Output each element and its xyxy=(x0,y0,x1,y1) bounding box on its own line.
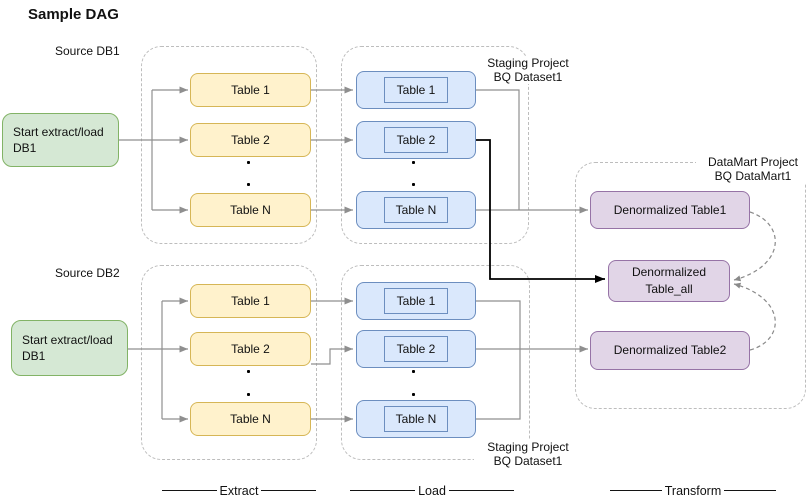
denormalized-table1-node: Denormalized Table1 xyxy=(590,191,750,229)
start-extract-load-db1-node: Start extract/load DB1 xyxy=(2,113,119,167)
page-title: Sample DAG xyxy=(28,6,119,23)
load1-tableN-node: Table N xyxy=(356,191,476,229)
stage-rule xyxy=(261,490,316,491)
vertical-ellipsis-dot xyxy=(247,393,250,396)
vertical-ellipsis-dot xyxy=(247,161,250,164)
stage-transform: Transform xyxy=(607,483,779,498)
load1-table1-inner: Table 1 xyxy=(384,77,448,103)
stage-rule xyxy=(610,490,662,491)
extract1-table2-node: Table 2 xyxy=(190,123,311,157)
source-db1-label: Source DB1 xyxy=(55,44,120,58)
stage-extract: Extract xyxy=(159,483,319,498)
load1-tableN-inner: Table N xyxy=(384,197,448,223)
stage-load: Load xyxy=(347,483,517,498)
extract2-table1-node: Table 1 xyxy=(190,284,311,318)
load1-table2-node: Table 2 xyxy=(356,121,476,159)
load2-table2-node: Table 2 xyxy=(356,330,476,368)
denormalized-table2-node: Denormalized Table2 xyxy=(590,331,750,370)
stage-rule xyxy=(448,490,514,491)
stage-rule xyxy=(350,490,416,491)
extract2-table2-node: Table 2 xyxy=(190,332,311,366)
load2-table2-inner: Table 2 xyxy=(384,336,448,362)
vertical-ellipsis-dot xyxy=(247,183,250,186)
load2-table1-node: Table 1 xyxy=(356,282,476,320)
load2-tableN-node: Table N xyxy=(356,400,476,438)
extract1-tableN-node: Table N xyxy=(190,193,311,227)
load2-tableN-inner: Table N xyxy=(384,406,448,432)
vertical-ellipsis-dot xyxy=(412,161,415,164)
datamart-project-label: DataMart Project BQ DataMart1 xyxy=(696,155,810,183)
load1-table1-node: Table 1 xyxy=(356,71,476,109)
extract1-table1-node: Table 1 xyxy=(190,73,311,107)
vertical-ellipsis-dot xyxy=(412,393,415,396)
start-extract-load-db2-node: Start extract/load DB1 xyxy=(11,320,128,376)
vertical-ellipsis-dot xyxy=(247,370,250,373)
denormalized-table-all-node: Denormalized Table_all xyxy=(608,260,730,302)
extract2-tableN-node: Table N xyxy=(190,402,311,436)
staging-project-top-label: Staging Project BQ Dataset1 xyxy=(474,56,582,84)
staging-project-bottom-label: Staging Project BQ Dataset1 xyxy=(474,440,582,468)
vertical-ellipsis-dot xyxy=(412,370,415,373)
source-db2-label: Source DB2 xyxy=(55,266,120,280)
stage-rule xyxy=(724,490,776,491)
stage-rule xyxy=(162,490,217,491)
datamart-container xyxy=(575,162,806,409)
vertical-ellipsis-dot xyxy=(412,183,415,186)
load2-table1-inner: Table 1 xyxy=(384,288,448,314)
load1-table2-inner: Table 2 xyxy=(384,127,448,153)
